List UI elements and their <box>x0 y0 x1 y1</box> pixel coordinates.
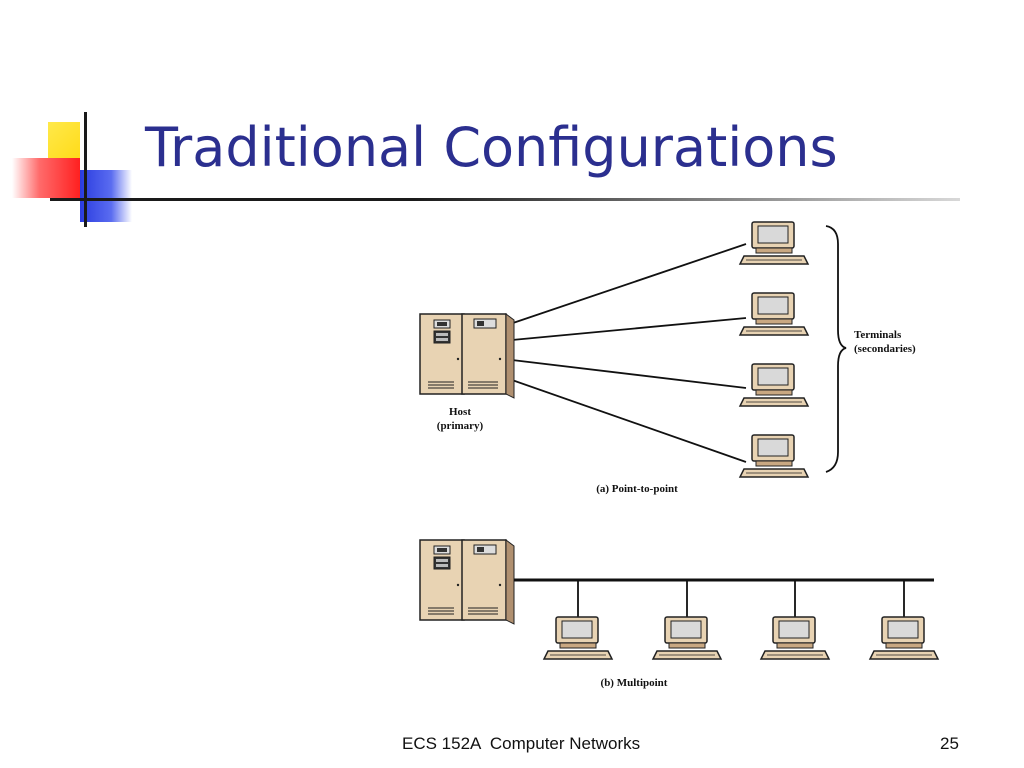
host-label-line1: Host <box>449 406 471 418</box>
slide-title: Traditional Configurations <box>145 116 838 179</box>
computer-terminal-icon <box>739 363 809 407</box>
p2p-link-4 <box>511 379 747 463</box>
computer-terminal-icon <box>869 616 939 660</box>
computer-terminal-icon <box>760 616 830 660</box>
computer-terminal-icon <box>543 616 613 660</box>
mainframe-host-icon <box>419 313 515 399</box>
decorative-red-square <box>12 158 80 198</box>
mainframe-host-icon <box>419 539 515 625</box>
terminals-label-line1: Terminals <box>854 329 902 341</box>
p2p-link-2 <box>511 317 747 341</box>
host-label-line2: (primary) <box>437 420 484 432</box>
multipoint-diagram: (b) Multipoint <box>419 539 939 689</box>
point-to-point-diagram: Host (primary) Terminals (secondaries) (… <box>419 221 916 495</box>
decorative-vertical-line <box>84 112 87 227</box>
page-number: 25 <box>940 734 959 753</box>
p2p-link-3 <box>511 359 747 389</box>
computer-terminal-icon <box>652 616 722 660</box>
multipoint-caption: (b) Multipoint <box>601 677 668 689</box>
p2p-link-1 <box>509 243 747 325</box>
terminals-brace <box>825 225 847 473</box>
decorative-blue-square <box>80 170 132 222</box>
terminals-label-line2: (secondaries) <box>854 343 916 355</box>
computer-terminal-icon <box>739 434 809 478</box>
computer-terminal-icon <box>739 221 809 265</box>
title-underline <box>50 198 960 201</box>
point-to-point-caption: (a) Point-to-point <box>596 483 678 495</box>
computer-terminal-icon <box>739 292 809 336</box>
footer-course-title: ECS 152A Computer Networks <box>402 734 641 753</box>
